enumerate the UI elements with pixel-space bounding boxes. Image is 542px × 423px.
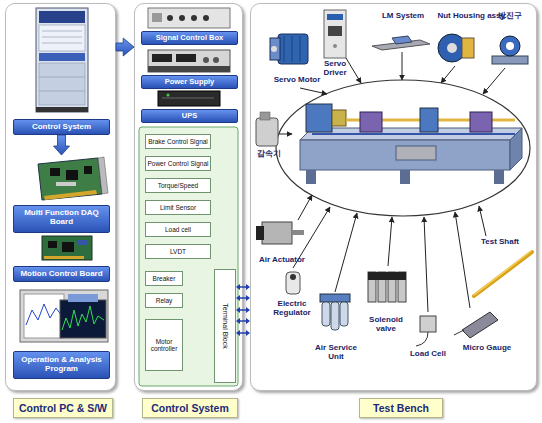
arrow-shape	[236, 330, 250, 336]
signal-box: Load cell	[145, 222, 211, 237]
part-name: Servo Driver	[318, 60, 352, 78]
section-title: Control System	[142, 398, 238, 418]
node-label: Limit Sensor	[147, 204, 209, 211]
node-label: Torque/Speed	[147, 182, 209, 189]
signal-box: Torque/Speed	[145, 178, 211, 193]
arrow-shape	[236, 284, 250, 290]
node-label: Motion Control Board	[15, 270, 108, 279]
signal-box: LVDT	[145, 244, 211, 259]
node-label: Control System	[15, 123, 108, 132]
component-bar: Signal Control Box	[141, 31, 238, 45]
component-bar: Operation & Analysis Program	[13, 351, 110, 379]
node-label: Brake Control Signal	[147, 138, 209, 145]
air-service-unit-image	[320, 294, 350, 330]
arrow-shape	[116, 38, 134, 56]
node-label: LVDT	[147, 248, 209, 255]
signal-panel-box	[139, 127, 238, 386]
node-label: Terminal Block	[222, 303, 229, 349]
component-bar: Control System	[13, 119, 110, 135]
node-label: Multi Function DAQ Board	[13, 205, 110, 233]
arrow-shape	[236, 318, 250, 324]
signal-box: Motor controller	[145, 319, 183, 371]
terminal-block: Terminal Block	[214, 269, 236, 383]
component-bar: Multi Function DAQ Board	[13, 155, 110, 233]
node-label: Relay	[147, 297, 181, 304]
arrow-shape	[236, 307, 250, 313]
servo-driver-image	[324, 10, 346, 58]
power-supply-image	[148, 50, 230, 72]
bench-ellipse	[276, 80, 530, 216]
part-name: Micro Gauge	[456, 344, 518, 353]
signal-box: Power Control Signal	[145, 156, 211, 171]
part-name: Load Cell	[406, 350, 450, 359]
component-bar: Motion Control Board	[13, 266, 110, 282]
part-name: Test Shaft	[472, 238, 528, 247]
node-label: Signal Control Box	[143, 34, 236, 42]
section-title: Control PC & S/W	[13, 398, 113, 418]
node-label: Power Control Signal	[147, 160, 209, 167]
section-title: Test Bench	[359, 398, 443, 418]
signal-arrow	[236, 295, 250, 301]
motion-board-image	[42, 236, 92, 260]
ups-image	[158, 91, 220, 106]
signal-arrow	[236, 284, 250, 290]
part-name: Servo Motor	[266, 76, 328, 85]
signal-box: Limit Sensor	[145, 200, 211, 215]
part-name: Solenoid valve	[362, 316, 410, 334]
part-name: LM System	[374, 12, 432, 21]
daq-board-image	[38, 157, 108, 200]
signal-arrow	[236, 307, 250, 313]
arrow-shape	[236, 295, 250, 301]
node-label: Breaker	[147, 275, 181, 282]
test-bench-machine	[300, 104, 522, 184]
component-bar: Power Supply	[141, 75, 238, 89]
signal-arrow	[236, 330, 250, 336]
signal-box: Breaker	[145, 271, 183, 286]
node-label: Load cell	[147, 226, 209, 233]
servo-motor-image	[270, 34, 308, 64]
node-label: UPS	[143, 112, 236, 120]
part-name: Electric Regulator	[266, 300, 318, 318]
electric-regulator-image	[286, 272, 300, 294]
part-name: 방진구	[488, 12, 532, 21]
signal-box: Brake Control Signal	[145, 134, 211, 149]
signal-control-box-image	[148, 8, 230, 28]
signal-arrow	[236, 318, 250, 324]
part-name: 감속기	[252, 150, 286, 159]
node-label: Motor controller	[147, 338, 181, 352]
node-label: Power Supply	[143, 78, 236, 86]
component-bar: UPS	[141, 109, 238, 123]
software-screenshot	[20, 290, 108, 342]
flow-arrow	[116, 38, 134, 56]
nut-housing-image	[438, 34, 474, 62]
signal-box: Relay	[145, 293, 183, 308]
part-name: Air Service Unit	[314, 344, 358, 362]
rack-cabinet	[36, 8, 88, 112]
part-name: Air Actuator	[252, 256, 312, 265]
node-label: Operation & Analysis Program	[15, 356, 108, 374]
